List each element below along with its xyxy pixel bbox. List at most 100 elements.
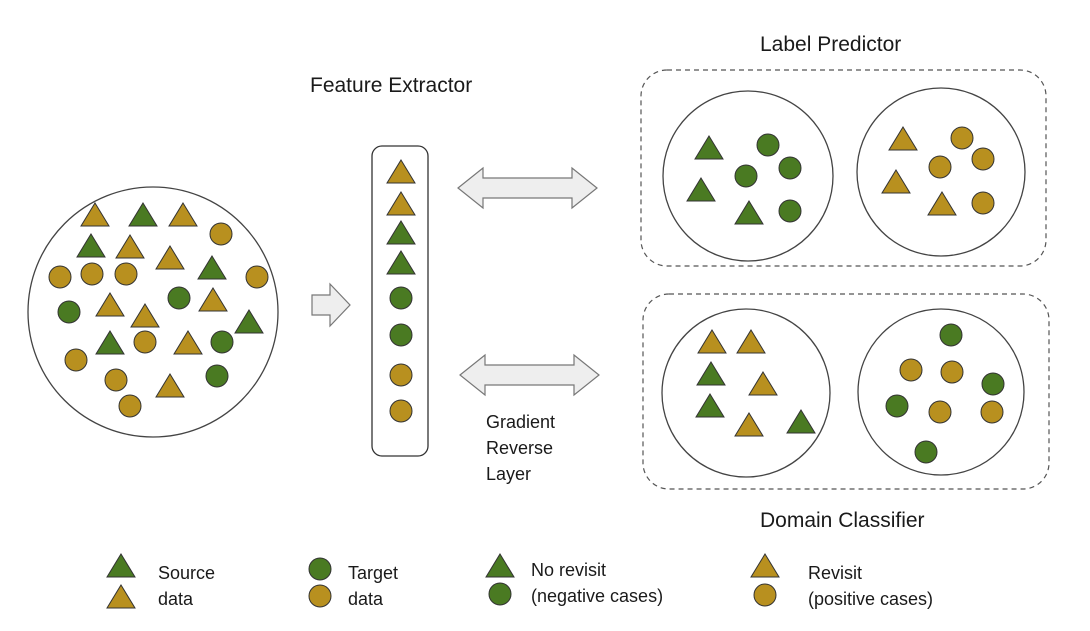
green-triangle-marker: [128, 202, 158, 227]
gold-triangle-marker: [115, 234, 145, 259]
gold-triangle-marker: [750, 553, 780, 578]
gold-triangle-marker: [95, 292, 125, 317]
legend-source-line2: data: [158, 589, 194, 609]
green-triangle-marker: [485, 553, 515, 578]
gold-circle-marker: [389, 399, 413, 423]
legend-revisit-line2: (positive cases): [808, 589, 934, 609]
gold-triangle-marker: [80, 202, 110, 227]
input-data-pool: [27, 186, 279, 438]
label-predictor-label: Label Predictor: [760, 33, 902, 56]
green-triangle-marker: [106, 553, 136, 578]
gold-circle-marker: [389, 363, 413, 387]
gold-circle-marker: [133, 330, 157, 354]
label-predictor-double-arrow: [457, 166, 598, 210]
gold-circle-marker: [80, 262, 104, 286]
green-triangle-marker: [386, 250, 416, 275]
grl-label-line2: Reverse: [486, 438, 554, 458]
green-circle-marker: [205, 364, 229, 388]
legend-markers: [106, 553, 780, 609]
gradient-reverse-double-arrow: [459, 353, 600, 397]
green-triangle-marker: [696, 361, 726, 386]
green-circle-marker: [389, 286, 413, 310]
green-circle-marker: [778, 156, 802, 180]
domain-classifier-label: Domain Classifier: [760, 509, 925, 532]
green-circle-marker: [939, 323, 963, 347]
gold-circle-marker: [940, 360, 964, 384]
feature-column-markers: [386, 159, 416, 423]
gold-circle-marker: [48, 265, 72, 289]
gold-circle-marker: [971, 191, 995, 215]
green-triangle-marker: [695, 393, 725, 418]
gold-circle-marker: [971, 147, 995, 171]
green-triangle-marker: [197, 255, 227, 280]
gold-triangle-marker: [130, 303, 160, 328]
gold-circle-marker: [118, 394, 142, 418]
gold-circle-marker: [114, 262, 138, 286]
legend-target-line2: data: [348, 589, 384, 609]
label-predictor-positive-cluster: [856, 87, 1026, 257]
legend-revisit-line1: Revisit: [808, 563, 863, 583]
green-circle-marker: [167, 286, 191, 310]
gold-triangle-marker: [155, 373, 185, 398]
domain-classifier-markers: [695, 323, 1005, 464]
green-circle-marker: [885, 394, 909, 418]
gold-triangle-marker: [386, 191, 416, 216]
input-data-markers: [48, 202, 269, 418]
green-circle-marker: [488, 582, 512, 606]
input-arrow: [311, 282, 351, 328]
gold-triangle-marker: [198, 287, 228, 312]
green-circle-marker: [756, 133, 780, 157]
feature-extractor-column: [371, 145, 429, 457]
green-triangle-marker: [694, 135, 724, 160]
green-circle-marker: [778, 199, 802, 223]
green-triangle-marker: [95, 330, 125, 355]
gold-triangle-marker: [386, 159, 416, 184]
gold-triangle-marker: [734, 412, 764, 437]
green-triangle-marker: [386, 220, 416, 245]
legend-target-line1: Target: [348, 563, 399, 583]
gold-circle-marker: [928, 400, 952, 424]
green-triangle-marker: [234, 309, 264, 334]
domain-classifier-source-cluster: [661, 308, 831, 478]
gold-circle-marker: [753, 583, 777, 607]
domain-classifier-box: [642, 293, 1050, 490]
gold-triangle-marker: [881, 169, 911, 194]
domain-classifier-target-cluster: [857, 308, 1025, 476]
gold-circle-marker: [104, 368, 128, 392]
legend-norevisit-line2: (negative cases): [531, 586, 664, 606]
green-circle-marker: [389, 323, 413, 347]
gold-triangle-marker: [697, 329, 727, 354]
gold-circle-marker: [928, 155, 952, 179]
gold-circle-marker: [209, 222, 233, 246]
legend-source-line1: Source: [158, 563, 216, 583]
gold-triangle-marker: [173, 330, 203, 355]
feature-extractor-label: Feature Extractor: [310, 74, 473, 97]
gold-circle-marker: [899, 358, 923, 382]
gold-triangle-marker: [888, 126, 918, 151]
gold-triangle-marker: [168, 202, 198, 227]
green-circle-marker: [210, 330, 234, 354]
gold-circle-marker: [980, 400, 1004, 424]
legend-norevisit-line1: No revisit: [531, 560, 607, 580]
grl-label-line1: Gradient: [486, 412, 556, 432]
green-triangle-marker: [734, 200, 764, 225]
green-circle-marker: [57, 300, 81, 324]
label-predictor-negative-cluster: [662, 90, 834, 262]
green-circle-marker: [914, 440, 938, 464]
green-circle-marker: [981, 372, 1005, 396]
green-circle-marker: [308, 557, 332, 581]
label-predictor-markers: [686, 126, 995, 225]
gold-circle-marker: [245, 265, 269, 289]
green-circle-marker: [734, 164, 758, 188]
green-triangle-marker: [76, 233, 106, 258]
gold-triangle-marker: [927, 191, 957, 216]
gold-circle-marker: [64, 348, 88, 372]
gold-circle-marker: [308, 584, 332, 608]
green-triangle-marker: [686, 177, 716, 202]
gold-circle-marker: [950, 126, 974, 150]
gold-triangle-marker: [736, 329, 766, 354]
grl-label-line3: Layer: [486, 464, 532, 484]
gold-triangle-marker: [155, 245, 185, 270]
gold-triangle-marker: [748, 371, 778, 396]
